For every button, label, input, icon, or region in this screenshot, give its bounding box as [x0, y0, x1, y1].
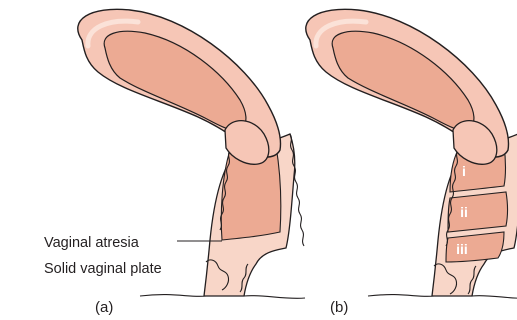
panel-a-illustration: [78, 9, 305, 298]
segment-iii-label: iii: [456, 241, 468, 257]
vaginal-atresia-label: Vaginal atresia: [44, 235, 140, 251]
segment-ii-label: ii: [460, 204, 468, 220]
vaginal-segment-ii: [448, 192, 508, 232]
panel-b-label: (b): [330, 299, 348, 316]
panel-a-label: (a): [95, 299, 113, 316]
segment-i-label: i: [462, 163, 466, 179]
solid-vaginal-plate-label: Solid vaginal plate: [44, 261, 162, 277]
panel-b-illustration: [306, 9, 517, 298]
